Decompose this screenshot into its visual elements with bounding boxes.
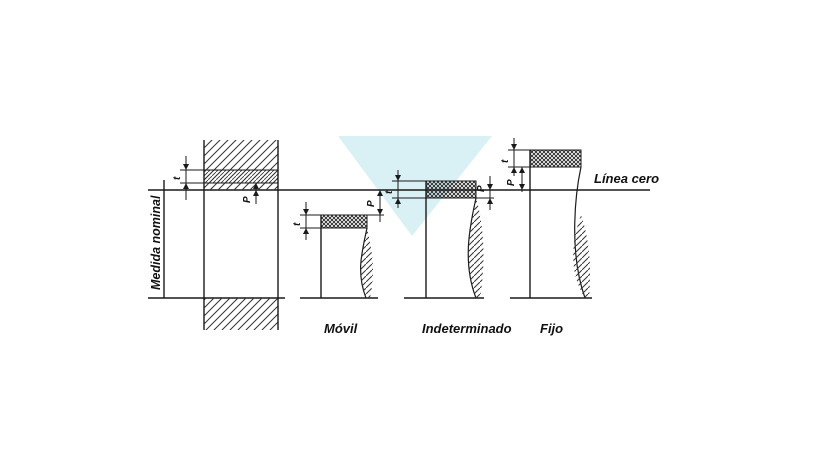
p-label-movil: P (366, 200, 377, 207)
watermark-shape (338, 136, 492, 236)
shaft-indeterminado (392, 170, 494, 299)
t-label-movil: t (292, 222, 303, 226)
hole-part (180, 140, 284, 330)
t-label-indeterminado: t (384, 190, 395, 194)
t-label-hole: t (172, 176, 183, 180)
nominal-dimension-label: Medida nominal (149, 195, 163, 290)
p-label-fijo: P (506, 179, 517, 186)
shaft-movil (300, 190, 384, 299)
movil-label: Móvil (324, 321, 358, 336)
zero-line-label: Línea cero (594, 171, 659, 186)
t-label-fijo: t (500, 159, 511, 163)
shaft-fijo (508, 138, 592, 299)
p-label-indeterminado: P (476, 185, 487, 192)
fijo-label: Fijo (540, 321, 563, 336)
p-label-hole: P (242, 196, 253, 203)
indeterminado-label: Indeterminado (422, 321, 512, 336)
